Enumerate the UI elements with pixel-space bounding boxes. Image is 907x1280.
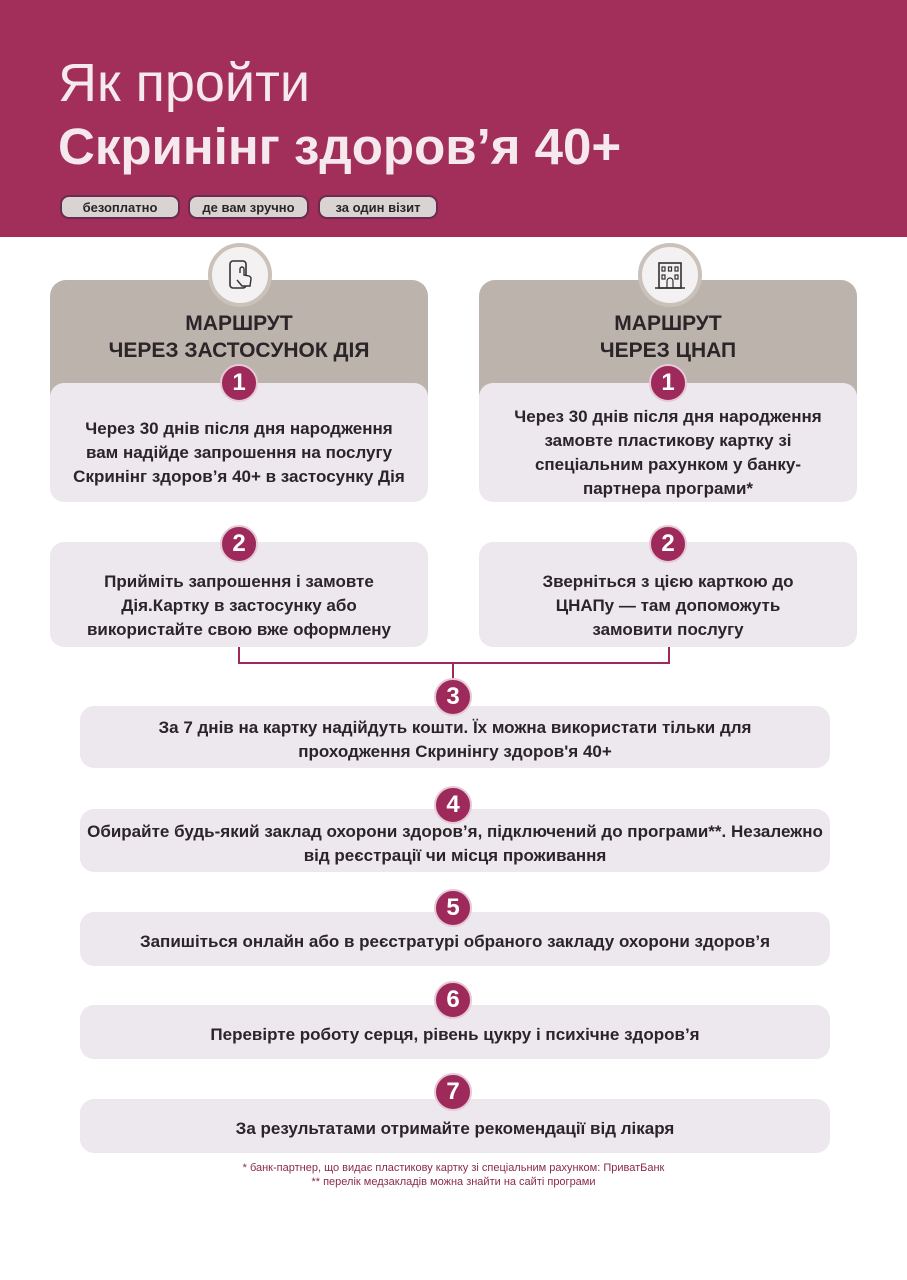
building-icon — [638, 243, 702, 307]
route-cnap-step-1: Через 30 днів після дня народження замов… — [479, 383, 857, 502]
pill-free: безоплатно — [60, 195, 180, 219]
footnote-facilities: ** перелік медзакладів можна знайти на с… — [311, 1176, 596, 1188]
connector-line — [668, 647, 670, 664]
step-number: 5 — [434, 889, 472, 927]
step-number: 1 — [649, 364, 687, 402]
step-number: 4 — [434, 786, 472, 824]
step-6-card: Перевірте роботу серця, рівень цукру і п… — [80, 1005, 830, 1059]
phone-tap-icon — [208, 243, 272, 307]
step-7-card: За результатами отримайте рекомендації в… — [80, 1099, 830, 1153]
connector-line — [238, 647, 240, 664]
title-line-1: Як пройти — [58, 53, 310, 113]
connector-line — [452, 662, 454, 682]
header-banner: Як пройти Скринінг здоров’я 40+ безоплат… — [0, 0, 907, 237]
step-number: 3 — [434, 678, 472, 716]
step-number: 1 — [220, 364, 258, 402]
route-diia-step-1: Через 30 днів після дня народження вам н… — [50, 383, 428, 502]
step-number: 6 — [434, 981, 472, 1019]
connector-line — [238, 662, 670, 664]
title-line-2: Скринінг здоров’я 40+ — [58, 118, 622, 175]
step-number: 2 — [649, 525, 687, 563]
pill-convenient: де вам зручно — [188, 195, 309, 219]
pill-one-visit: за один візит — [318, 195, 438, 219]
footnote-bank: * банк-партнер, що видає пластикову карт… — [242, 1162, 665, 1174]
step-number: 2 — [220, 525, 258, 563]
step-number: 7 — [434, 1073, 472, 1111]
step-3-card: За 7 днів на картку надійдуть кошти. Їх … — [80, 706, 830, 768]
